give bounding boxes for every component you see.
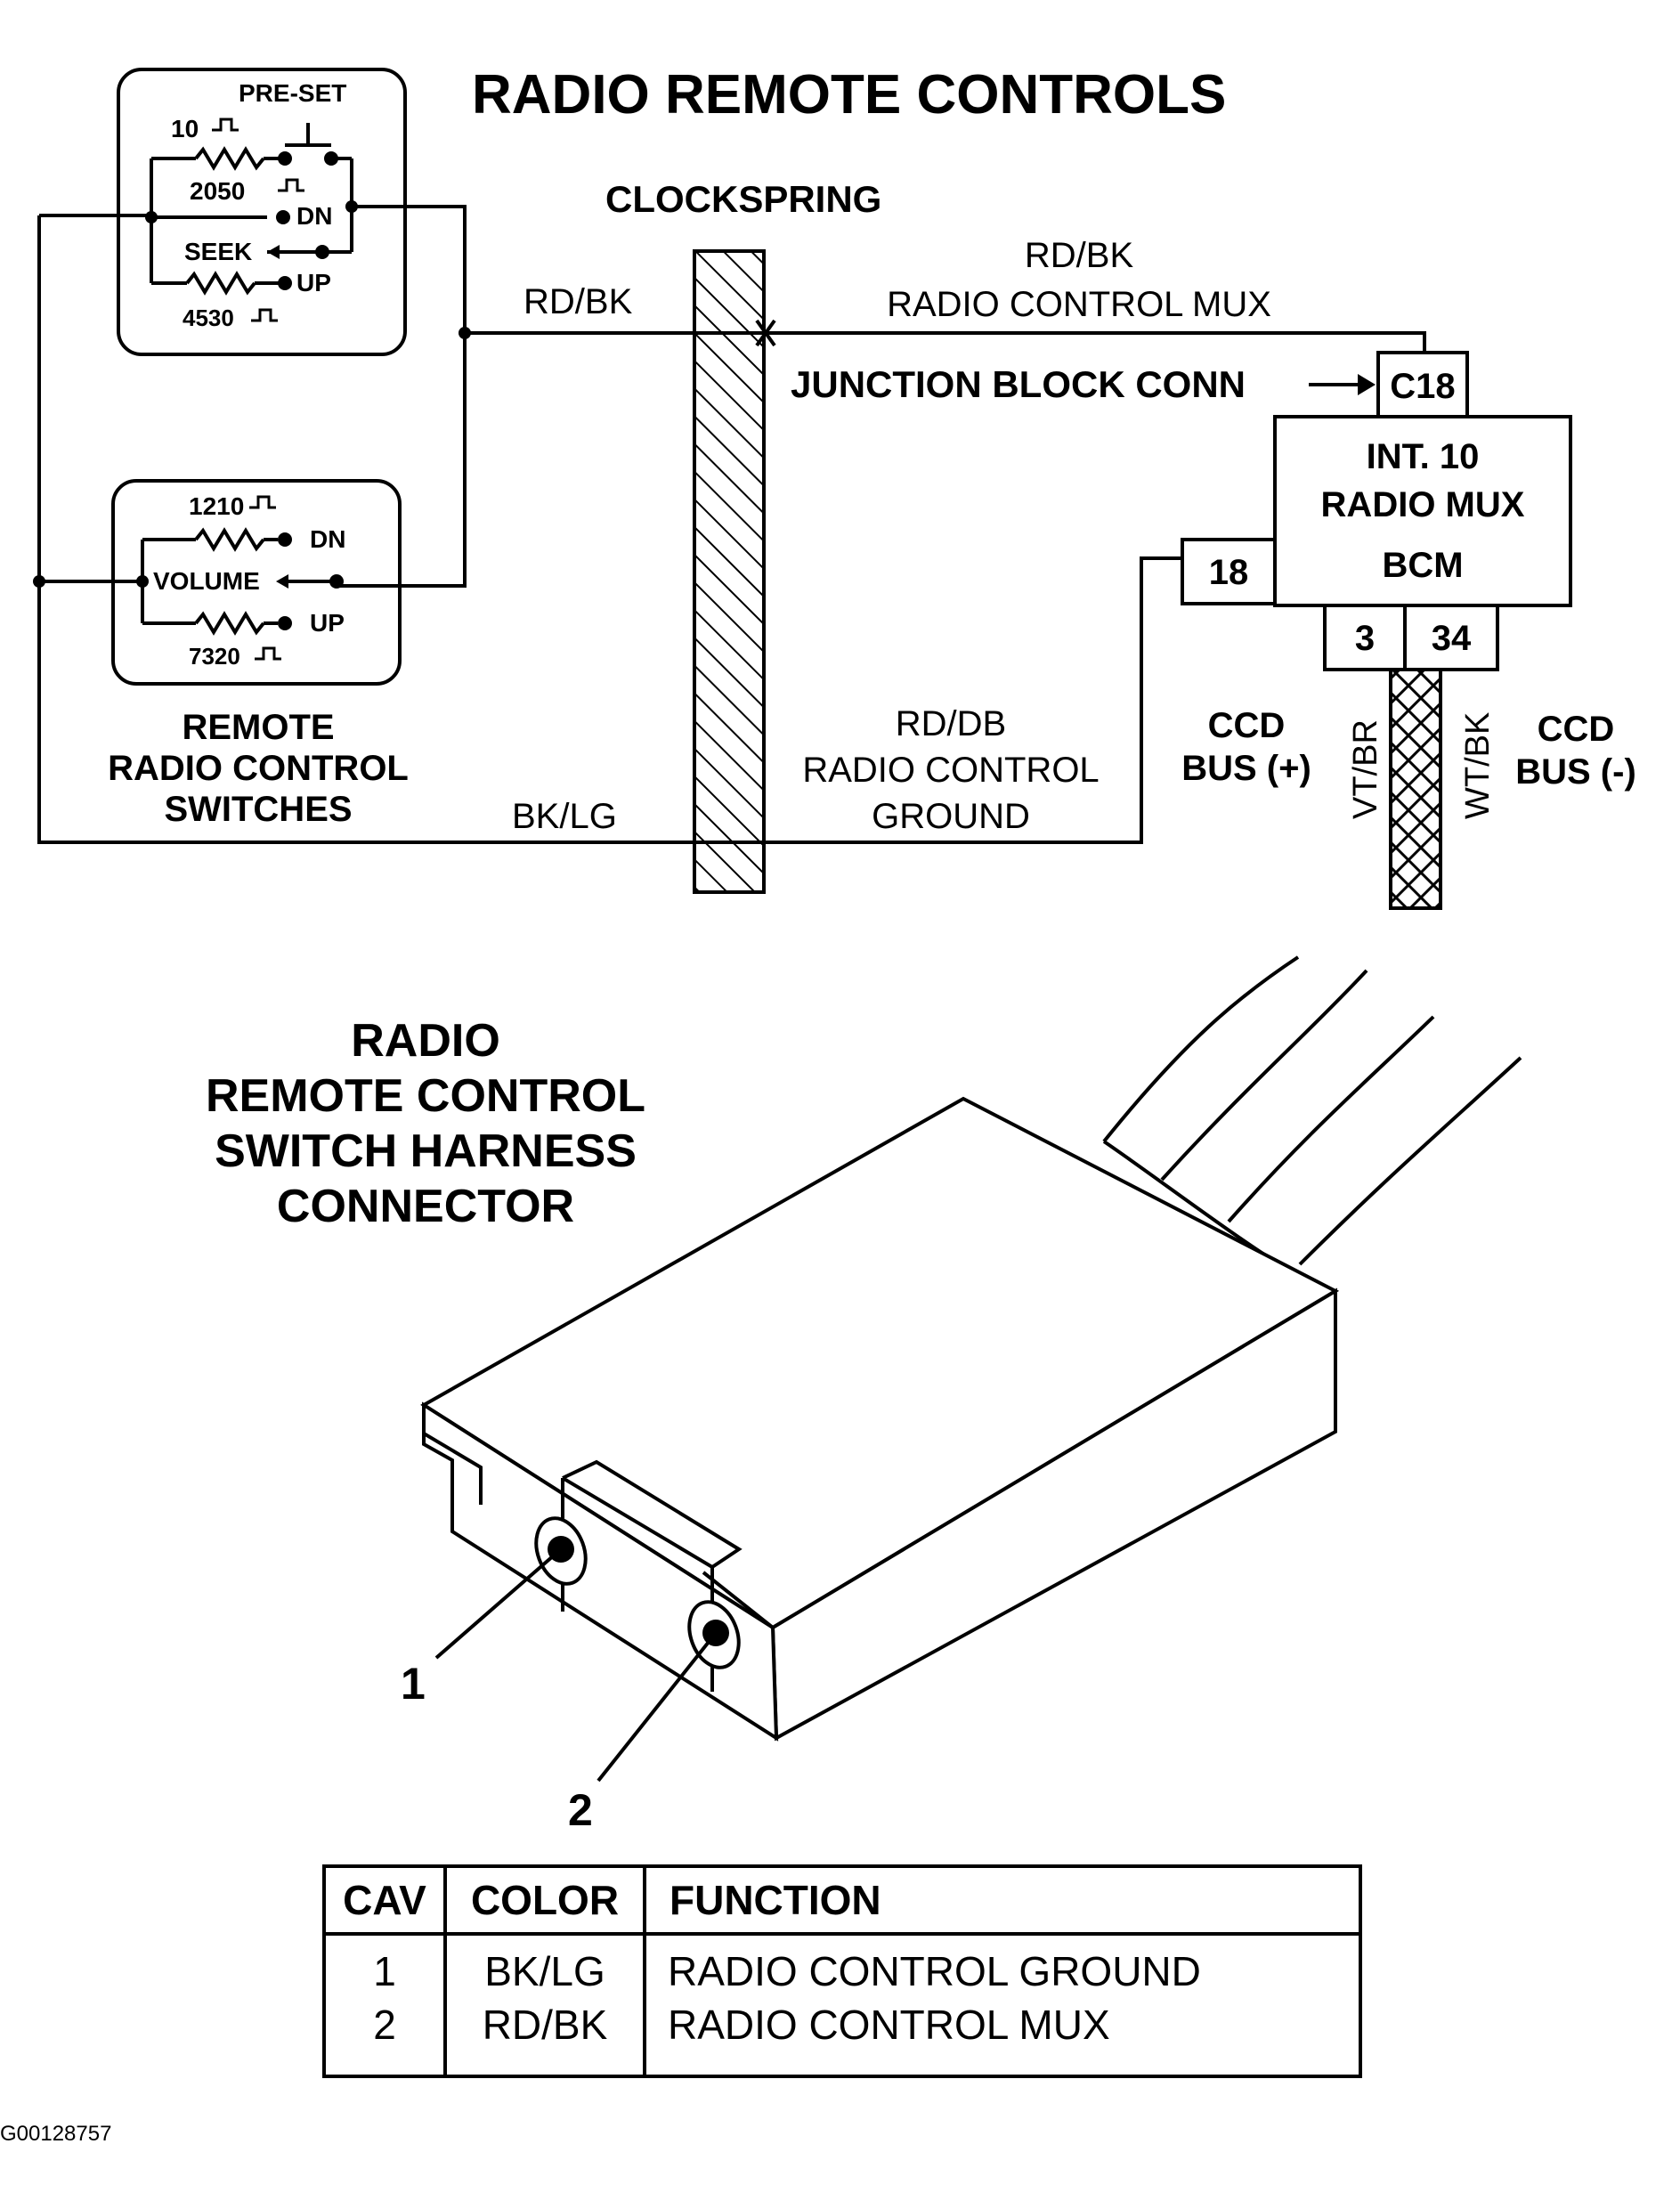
wire-ground-right-label-2: RADIO CONTROL [802,751,1099,790]
table-row-1-function: RADIO CONTROL GROUND [668,1948,1201,1994]
bcm-label-2: RADIO MUX [1321,485,1525,524]
remote-switches-label-1: REMOTE [182,708,334,747]
table-row-1-color: BK/LG [484,1948,605,1994]
remote-switches-label-3: SWITCHES [164,790,352,829]
table-row-1-cav: 1 [373,1948,396,1994]
ccd-minus-label-1: CCD [1538,710,1615,749]
preset-label: PRE-SET [239,79,346,107]
resistor-4530-label: 4530 [183,305,234,331]
figure-id: G00128757 [0,2122,111,2146]
pin-34 [1403,604,1499,671]
resistor-1210-label: 1210 [189,492,244,520]
clockspring-label: CLOCKSPRING [605,178,881,220]
twisted-pair [1389,668,1442,910]
pin-34-label: 34 [1432,619,1472,658]
cavity-1-label: 1 [401,1659,426,1709]
connector-title-1: RADIO [351,1015,500,1067]
resistor-10-label: 10 [171,115,199,142]
seek-label: SEEK [184,238,252,265]
wire-ground-left-label: BK/LG [512,797,617,836]
bcm-module [1273,415,1572,607]
volume-up-label: UP [310,609,345,637]
bcm-label-3: BCM [1382,546,1463,585]
junction-block-label: JUNCTION BLOCK CONN [791,363,1246,405]
twisted-right-label: WT/BK [1459,712,1497,819]
table-header-cav: CAV [343,1877,426,1923]
ccd-plus-label-1: CCD [1208,706,1286,745]
remote-switches-label-2: RADIO CONTROL [108,749,409,788]
wire-mux-right-label-1: RD/BK [1025,236,1134,275]
harness-connector [420,1096,1340,1783]
clockspring [693,249,766,894]
pin-3-label: 3 [1355,619,1375,658]
ccd-minus-label-2: BUS (-) [1515,752,1636,792]
pin-18-label: 18 [1209,553,1249,592]
seek-up-label: UP [296,269,331,296]
cavity-2-label: 2 [568,1785,593,1835]
switch-wiring [33,200,1426,844]
diagram-title: RADIO REMOTE CONTROLS [472,64,1226,126]
pin-3 [1323,604,1407,671]
twisted-left-label: VT/BR [1347,719,1384,819]
wire-ground-right-label-1: RD/DB [896,704,1006,743]
connector-title-3: SWITCH HARNESS [215,1125,637,1177]
wire-break-mark [755,319,776,347]
resistor-2050-label: 2050 [190,177,245,205]
volume-dn-label: DN [310,525,345,553]
table-header-function: FUNCTION [670,1877,881,1923]
wire-ground-right-label-3: GROUND [872,797,1030,836]
table-row-2-function: RADIO CONTROL MUX [668,2002,1110,2048]
wire-mux-right-label-2: RADIO CONTROL MUX [887,285,1271,324]
connector-c18-label: C18 [1390,367,1455,406]
pin-18 [1181,538,1277,605]
seek-switch-circuit [150,118,353,322]
connector-title-4: CONNECTOR [277,1181,574,1232]
seek-dn-label: DN [296,202,332,230]
wire-mux-left-label: RD/BK [523,282,633,321]
cavity-table [322,1864,1362,2078]
ccd-plus-label-2: BUS (+) [1181,749,1311,788]
connector-title-2: REMOTE CONTROL [206,1070,645,1122]
table-row-2-color: RD/BK [483,2002,608,2048]
volume-label: VOLUME [153,567,260,595]
table-header-color: COLOR [471,1877,619,1923]
seek-switch-box [117,68,407,356]
table-row-2-cav: 2 [373,2002,396,2048]
bcm-label-1: INT. 10 [1367,437,1480,476]
resistor-7320-label: 7320 [189,643,240,670]
